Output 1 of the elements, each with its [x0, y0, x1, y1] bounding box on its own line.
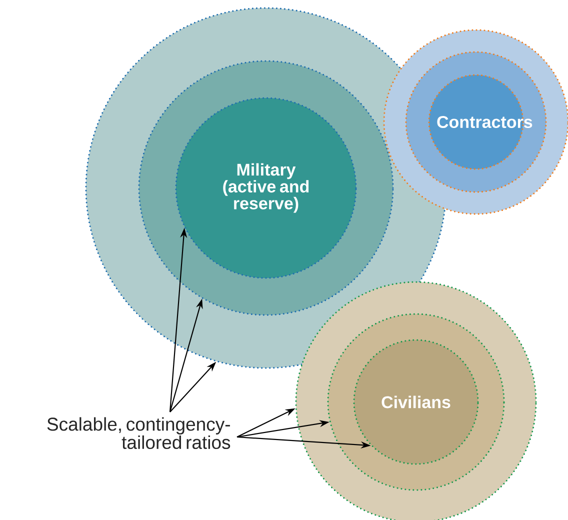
- annotation-text: Scalable, contingency-tailored ratios: [47, 417, 230, 450]
